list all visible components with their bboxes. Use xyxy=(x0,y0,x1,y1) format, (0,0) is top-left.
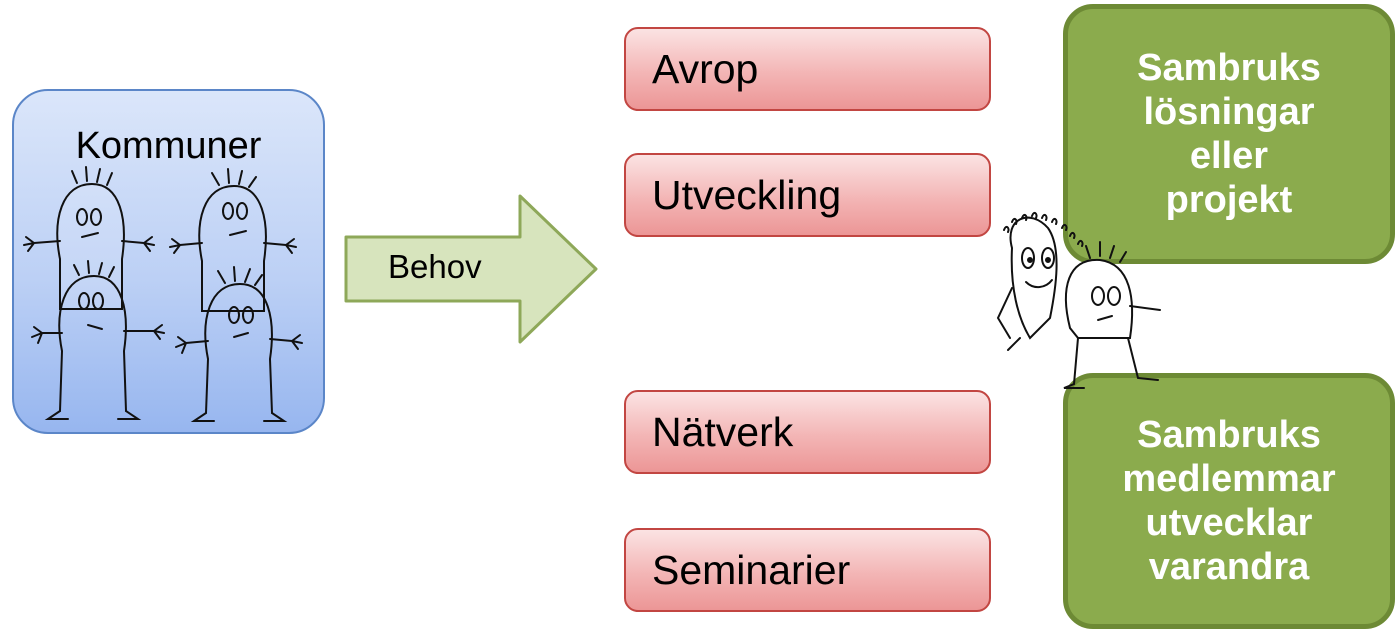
activity-utveckling: Utveckling xyxy=(624,153,991,237)
arrow-shape xyxy=(344,194,598,344)
outcome-line: Sambruks xyxy=(1137,414,1321,456)
activity-natverk: Nätverk xyxy=(624,390,991,474)
activity-avrop: Avrop xyxy=(624,27,991,111)
outcome-members-box: Sambruks medlemmar utvecklar varandra xyxy=(1063,373,1395,629)
outcome-solutions-box: Sambruks lösningar eller projekt xyxy=(1063,4,1395,264)
outcome-line: projekt xyxy=(1165,179,1293,221)
arrow-label: Behov xyxy=(388,248,482,285)
cartoon-duo-icon xyxy=(996,211,1161,389)
outcome-line: Sambruks xyxy=(1137,47,1321,89)
outcome-line: varandra xyxy=(1148,546,1310,588)
activity-seminarier: Seminarier xyxy=(624,528,991,612)
kommuner-label: Kommuner xyxy=(75,125,262,167)
cartoon-people-icon xyxy=(23,166,303,422)
outcome-line: eller xyxy=(1189,135,1269,177)
outcome-line: utvecklar xyxy=(1145,502,1313,544)
kommuner-box: Kommuner xyxy=(12,89,325,434)
outcome-line: lösningar xyxy=(1143,91,1315,133)
outcome-line: medlemmar xyxy=(1122,458,1336,500)
